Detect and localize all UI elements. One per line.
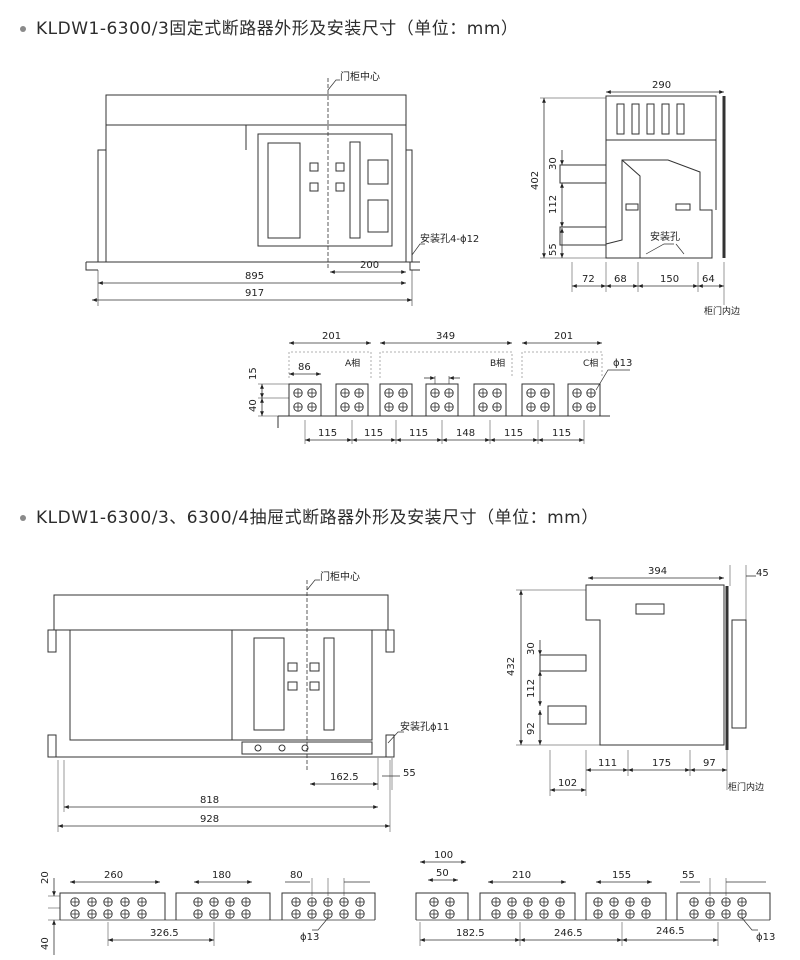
s2-front-view [47, 579, 395, 770]
s1-dim-68: 68 [614, 274, 627, 285]
s1-phase-b: B相 [490, 357, 505, 369]
s2-dim-162: 162.5 [330, 772, 359, 783]
s2-dim-818: 818 [200, 795, 219, 806]
s1-dim-917: 917 [245, 288, 264, 299]
section2-title-text: KLDW1-6300/3、6300/4抽屉式断路器外形及安装尺寸（单位：mm） [36, 508, 599, 528]
s2-dim-112: 112 [526, 679, 537, 698]
s2-phi13a: ϕ13 [300, 932, 319, 943]
s1-dim-200: 200 [360, 260, 379, 271]
s2-dim-928: 928 [200, 814, 219, 825]
s2-dim-20: 20 [40, 871, 51, 884]
s1-hole-label: 安装孔 [650, 230, 680, 243]
s1-dim-55: 55 [548, 243, 559, 256]
s2-dim-182: 182.5 [456, 928, 485, 939]
s2-dim-155: 155 [612, 870, 631, 881]
s1-dim-290: 290 [652, 80, 671, 91]
s1-dim-bottom-1: 115 [364, 428, 383, 439]
bullet-icon [20, 26, 26, 32]
s2-dim-100: 100 [434, 850, 453, 861]
s2-side-view [539, 584, 747, 750]
s2-door-center: 门柜中心 [320, 570, 360, 583]
s2-dim-246b: 246.5 [656, 926, 685, 937]
s1-dim-72: 72 [582, 274, 595, 285]
s1-terminal-view [277, 351, 610, 428]
s1-front-view [85, 78, 420, 271]
s1-door-edge: 柜门内边 [704, 305, 740, 317]
s2-phi13b: ϕ13 [756, 932, 775, 943]
s1-dim-30: 30 [548, 157, 559, 170]
s2-dim-40: 40 [40, 937, 51, 950]
s2-dim-80: 80 [290, 870, 303, 881]
s2-dim-432: 432 [506, 657, 517, 676]
s1-dim-bottom-3: 148 [456, 428, 475, 439]
section1-title: KLDW1-6300/3固定式断路器外形及安装尺寸（单位：mm） [20, 14, 518, 39]
s1-dim-bottom-2: 115 [409, 428, 428, 439]
s2-dim-55: 55 [403, 768, 416, 779]
s2-terminal-view [59, 892, 771, 921]
s1-dim-349: 349 [436, 331, 455, 342]
s1-dim-86: 86 [298, 362, 311, 373]
s2-dim-260: 260 [104, 870, 123, 881]
s2-dim-50: 50 [436, 868, 449, 879]
s1-dim-112: 112 [548, 195, 559, 214]
s2-dim-55b: 55 [682, 870, 695, 881]
s1-dim-64: 64 [702, 274, 715, 285]
s2-dim-175: 175 [652, 758, 671, 769]
s1-dim-895: 895 [245, 271, 264, 282]
s1-dim-201c: 201 [554, 331, 573, 342]
s1-door-center: 门柜中心 [340, 70, 380, 83]
s1-dim-bottom-5: 115 [552, 428, 571, 439]
s1-dim-bottom-0: 115 [318, 428, 337, 439]
s2-dim-326: 326.5 [150, 928, 179, 939]
section2-title: KLDW1-6300/3、6300/4抽屉式断路器外形及安装尺寸（单位：mm） [20, 503, 599, 528]
s2-dim-111: 111 [598, 758, 617, 769]
s2-dim-97: 97 [703, 758, 716, 769]
s1-hole-label: 安装孔4-ϕ12 [420, 232, 479, 245]
s2-dim-394: 394 [648, 566, 667, 577]
s1-phase-a: A相 [345, 357, 360, 369]
bullet-icon [20, 515, 26, 521]
s2-dim-30: 30 [526, 642, 537, 655]
s1-dim-40: 40 [248, 399, 259, 412]
s2-dim-102: 102 [558, 778, 577, 789]
s1-dim-402: 402 [530, 171, 541, 190]
s2-dim-45: 45 [756, 568, 769, 579]
s2-dim-92: 92 [526, 722, 537, 735]
s2-dim-246a: 246.5 [554, 928, 583, 939]
section1-title-text: KLDW1-6300/3固定式断路器外形及安装尺寸（单位：mm） [36, 19, 519, 39]
s1-phi13: ϕ13 [613, 358, 632, 369]
s1-side-view [559, 95, 726, 259]
s2-dim-180: 180 [212, 870, 231, 881]
s1-dim-150: 150 [660, 274, 679, 285]
s2-hole-label: 安装孔ϕ11 [400, 720, 449, 733]
s2-dim-210: 210 [512, 870, 531, 881]
s1-dim-15: 15 [248, 367, 259, 380]
s2-door-edge: 柜门内边 [728, 781, 764, 793]
s1-phase-c: C相 [583, 357, 598, 369]
s1-dim-201a: 201 [322, 331, 341, 342]
s1-dim-bottom-4: 115 [504, 428, 523, 439]
